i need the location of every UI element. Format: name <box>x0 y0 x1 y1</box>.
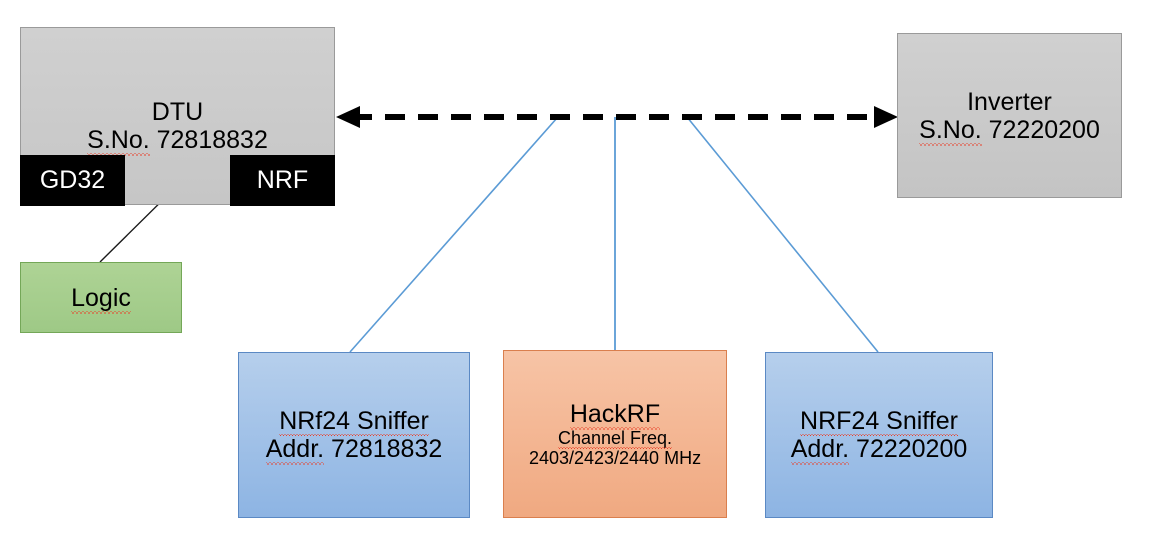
dtu-serial-value: 72818832 <box>149 126 268 154</box>
gd32-chip[interactable]: GD32 <box>20 155 125 206</box>
logic-label: Logic <box>71 283 131 314</box>
sniffer-left-addr-prefix: Addr. <box>265 435 325 465</box>
sniffer-right-tap-line <box>686 116 879 353</box>
hackrf-title-text: HackRF <box>569 399 661 430</box>
sniffer-left-node[interactable]: NRf24 Sniffer Addr. 72818832 <box>238 352 470 518</box>
hackrf-node[interactable]: HackRF Channel Freq. 2403/2423/2440 MHz <box>503 350 727 518</box>
hackrf-frequencies: 2403/2423/2440 MHz <box>528 448 702 468</box>
dtu-title: DTU <box>151 98 204 126</box>
hackrf-channel-label-text: Channel Freq. <box>557 427 673 450</box>
sniffer-left-title-text: NRf24 Sniffer <box>279 407 429 436</box>
inverter-serial-line: S.No. 72220200 <box>919 115 1100 146</box>
nrf-label: NRF <box>256 166 309 194</box>
dtu-serial-line: S.No. 72818832 <box>87 126 268 156</box>
nrf-chip[interactable]: NRF <box>230 155 335 206</box>
inverter-serial-prefix: S.No. <box>919 115 982 146</box>
sniffer-right-title-text: NRF24 Sniffer <box>800 407 958 436</box>
gd32-label: GD32 <box>39 166 106 194</box>
sniffer-right-addr-value: 72220200 <box>849 435 968 463</box>
sniffer-right-title: NRF24 Sniffer <box>800 407 958 436</box>
inverter-title: Inverter <box>967 87 1052 116</box>
sniffer-left-title: NRf24 Sniffer <box>279 407 429 436</box>
rf-link-arrow <box>336 106 898 128</box>
sniffer-right-node[interactable]: NRF24 Sniffer Addr. 72220200 <box>765 352 993 518</box>
sniffer-right-addr-line: Addr. 72220200 <box>790 435 968 465</box>
inverter-node[interactable]: Inverter S.No. 72220200 <box>897 33 1122 198</box>
sniffer-left-addr-value: 72818832 <box>324 435 443 463</box>
hackrf-title: HackRF <box>569 399 661 430</box>
hackrf-channel-label: Channel Freq. <box>557 427 673 450</box>
sniffer-left-tap-line <box>349 117 558 353</box>
sniffer-left-addr-line: Addr. 72818832 <box>265 435 443 465</box>
sniffer-right-addr-prefix: Addr. <box>790 435 850 465</box>
inverter-serial-value: 72220200 <box>981 115 1100 144</box>
logic-analyzer-node[interactable]: Logic <box>20 262 182 333</box>
dtu-serial-prefix: S.No. <box>87 126 150 156</box>
